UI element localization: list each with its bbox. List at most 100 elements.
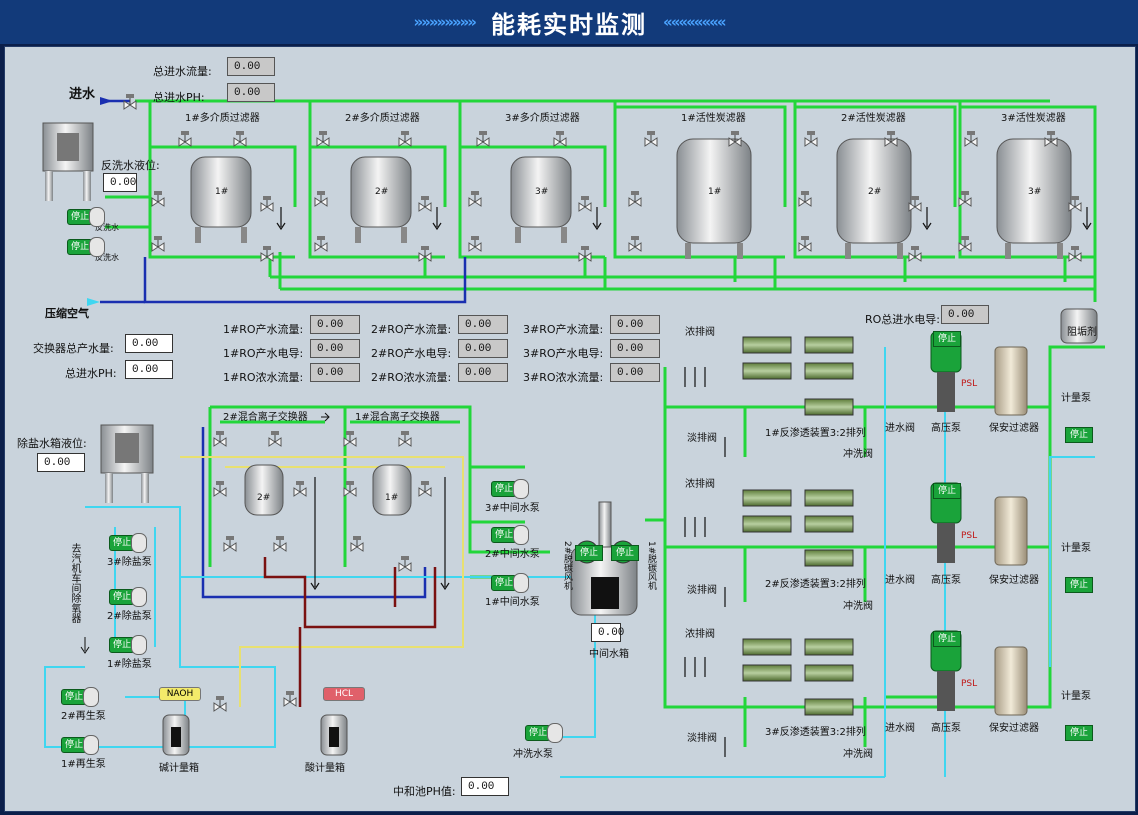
ro2-conc-valve-label: 浓排阀 [685,479,715,490]
mid-pump-3[interactable]: 停止 [491,479,529,499]
filter3-id: 3# [535,187,549,197]
inlet-arrow-icon [100,97,113,105]
ro1-flush-valve-label: 冲洗阀 [843,449,873,460]
mid-tank-level-value: 0.00 [591,623,624,642]
process-panel: 进水 总进水流量: 0.00 总进水PH: 0.00 反洗水液位: 0.00 1… [4,46,1136,812]
mixbed2-label: 2#混合离子交换器 [223,412,308,423]
desalt-pump-1[interactable]: 停止 [109,635,147,655]
pump-icon [83,687,99,707]
regen-pump-1[interactable]: 停止 [61,735,99,755]
ro-membrane-group [742,336,854,716]
total-ph-value: 0.00 [227,83,275,102]
backwash-tank-icon [42,122,94,201]
ro2-cond-label: 2#RO产水电导: [371,347,452,360]
naoh-tag: NAOH [159,687,201,701]
mid-pump-2-label: 2#中间水泵 [485,549,540,560]
backwash-pump-label-1: 反洗水 [95,223,119,232]
mid-pump-3-label: 3#中间水泵 [485,503,540,514]
safety-filter-3-label: 保安过滤器 [989,723,1039,734]
ro3-conc-value: 0.00 [610,363,660,382]
air-arrow-icon [87,298,100,306]
antiscalant-label: 阻垢剂 [1067,327,1097,338]
pump-status: 停止 [491,575,517,591]
ro2-conc-value: 0.00 [458,363,508,382]
ro1-fresh-valve-label: 淡排阀 [687,433,717,444]
ro1-flow-value: 0.00 [310,315,360,334]
pump-icon [547,723,563,743]
ro3-cond-label: 3#RO产水电导: [523,347,604,360]
psl-3: PSL [961,679,978,689]
ro-unit2-label: 2#反渗透装置3:2排列 [765,579,866,590]
regen-pump-2[interactable]: 停止 [61,687,99,707]
ro1-cond-label: 1#RO产水电导: [223,347,304,360]
ro3-flow-label: 3#RO产水流量: [523,323,604,336]
carbon1-id: 1# [708,187,722,197]
neutral-ph-value: 0.00 [461,777,509,796]
hp-pump-3-label: 高压泵 [931,723,961,734]
ro2-flow-value: 0.00 [458,315,508,334]
regen-pump-2-label: 2#再生泵 [61,711,106,722]
mid-pump-2[interactable]: 停止 [491,525,529,545]
total-flow-value: 0.00 [227,57,275,76]
safety-filter-1-label: 保安过滤器 [989,423,1039,434]
hp-pump-1-label: 高压泵 [931,423,961,434]
pump-icon [513,479,529,499]
arrow-down-icon [276,207,1092,757]
mid-pump-1[interactable]: 停止 [491,573,529,593]
ro2-fresh-valve-label: 淡排阀 [687,585,717,596]
meter-pump-3-label: 计量泵 [1061,691,1091,702]
ro2-inlet-valve-label: 进水阀 [885,575,915,586]
ro1-cond-value: 0.00 [310,339,360,358]
fan1-label: 1#脱碳风机 [646,541,656,591]
mixbed1-label: 1#混合离子交换器 [355,412,440,423]
flush-pump[interactable]: 停止 [525,723,563,743]
desalt-pump-2-label: 2#除盐泵 [107,611,152,622]
filter3-label: 3#多介质过滤器 [505,113,580,124]
pump-icon [131,587,147,607]
antiscalant-tank-icon [1060,308,1098,344]
desalt-pump-2[interactable]: 停止 [109,587,147,607]
ro3-conc-label: 3#RO浓水流量: [523,371,604,384]
acid-tank-label: 酸计量箱 [305,763,345,774]
flush-pump-label: 冲洗水泵 [513,749,553,760]
meter-pump-3-stop-button[interactable]: 停止 [1065,725,1093,741]
backwash-pump-label-2: 反洗水 [95,253,119,262]
pump-icon [83,735,99,755]
ro1-conc-valve-label: 浓排阀 [685,327,715,338]
page-title: 能耗实时监测 [491,10,647,39]
exchanger-total-label: 交换器总产水量: [33,342,114,355]
safety-filter-2-label: 保安过滤器 [989,575,1039,586]
backwash-pump-2[interactable]: 停止 [67,237,105,257]
backwash-pump-1[interactable]: 停止 [67,207,105,227]
meter-pump-1-label: 计量泵 [1061,393,1091,404]
hcl-tag: HCL [323,687,365,701]
desalt-level-label: 除盐水箱液位: [17,437,87,450]
hp-pump-3-stop-button[interactable]: 停止 [933,631,961,647]
carbon3-label: 3#活性炭滤器 [1001,113,1066,124]
ro3-conc-valve-label: 浓排阀 [685,629,715,640]
meter-pump-1-stop-button[interactable]: 停止 [1065,427,1093,443]
ro-total-cond-value: 0.00 [941,305,989,324]
pump-icon [89,237,105,257]
fan2-stop-button[interactable]: 停止 [575,545,603,561]
ro2-flow-label: 2#RO产水流量: [371,323,452,336]
ro2-conc-label: 2#RO浓水流量: [371,371,452,384]
ro1-inlet-valve-label: 进水阀 [885,423,915,434]
desalt-level-value: 0.00 [37,453,85,472]
meter-pump-2-stop-button[interactable]: 停止 [1065,577,1093,593]
ro3-cond-value: 0.00 [610,339,660,358]
mixbed2-id: 2# [257,493,271,503]
filter1-label: 1#多介质过滤器 [185,113,260,124]
hp-pump-1-stop-button[interactable]: 停止 [933,331,961,347]
fan2-label: 2#脱碳风机 [562,541,572,591]
fan1-stop-button[interactable]: 停止 [611,545,639,561]
total-ph2-label: 总进水PH: [65,367,117,380]
pump-icon [131,635,147,655]
meter-pump-2-label: 计量泵 [1061,543,1091,554]
neutral-ph-label: 中和池PH值: [393,785,456,798]
ro1-flow-label: 1#RO产水流量: [223,323,304,336]
backwash-level-label: 反洗水液位: [101,159,160,172]
hp-pump-2-stop-button[interactable]: 停止 [933,483,961,499]
mixbed1-id: 1# [385,493,399,503]
desalt-pump-3[interactable]: 停止 [109,533,147,553]
